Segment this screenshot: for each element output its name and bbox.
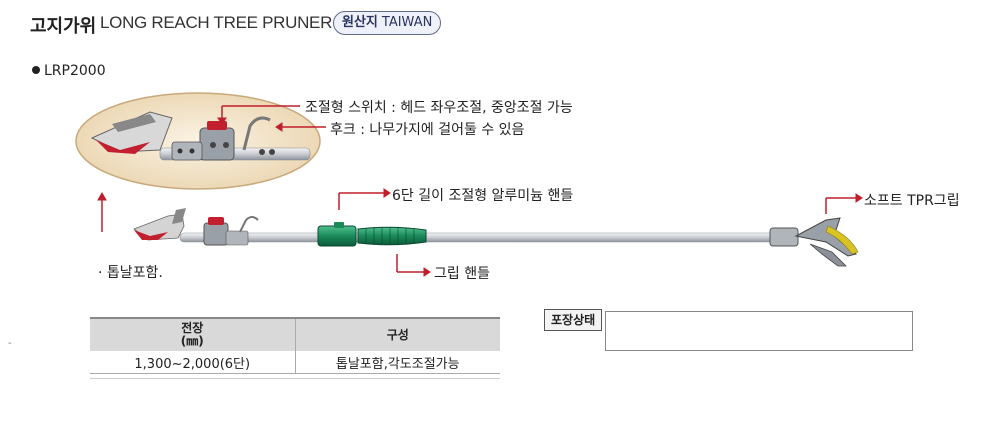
spec-composition-value: 톱날포함,각도조절가능	[294, 351, 500, 374]
switch-annotation: 조절형 스위치 : 헤드 좌우조절, 중앙조절 가능	[305, 100, 573, 116]
detail-lens	[75, 92, 321, 190]
annotation-arrows	[97, 105, 863, 277]
origin-label: 원산지	[342, 15, 378, 30]
origin-value: TAIWAN	[381, 15, 433, 30]
packaging-frame	[605, 311, 913, 351]
stray-mark: -	[8, 338, 12, 349]
model-name: LRP2000	[32, 63, 106, 79]
spec-table: 전장 (㎜) 구성 1,300~2,000(6단) 톱날포함,각도조절가능	[90, 317, 500, 374]
product-title-english: LONG REACH TREE PRUNER	[100, 13, 333, 32]
tpr-annotation: 소프트 TPR그립	[864, 193, 960, 209]
handle-annotation: 6단 길이 조절형 알루미늄 핸들	[392, 188, 574, 204]
product-title-korean: 고지가위	[30, 16, 97, 37]
spec-header-composition: 구성	[294, 317, 500, 351]
model-label: LRP2000	[44, 63, 106, 79]
spec-header-row: 전장 (㎜) 구성	[90, 317, 500, 351]
packaging-label: 포장상태	[544, 309, 603, 331]
hook-annotation: 후크 : 나무가지에 걸어둘 수 있음	[330, 122, 525, 138]
pruner-main	[133, 208, 859, 267]
grip-annotation: 그립 핸들	[434, 266, 490, 282]
spec-header-length: 전장 (㎜)	[90, 317, 295, 351]
table-row: 1,300~2,000(6단) 톱날포함,각도조절가능	[90, 351, 500, 374]
spec-divider	[90, 378, 500, 379]
saw-annotation: · 톱날포함.	[98, 265, 163, 281]
bullet-icon	[32, 66, 40, 74]
spec-length-value: 1,300~2,000(6단)	[90, 351, 295, 374]
